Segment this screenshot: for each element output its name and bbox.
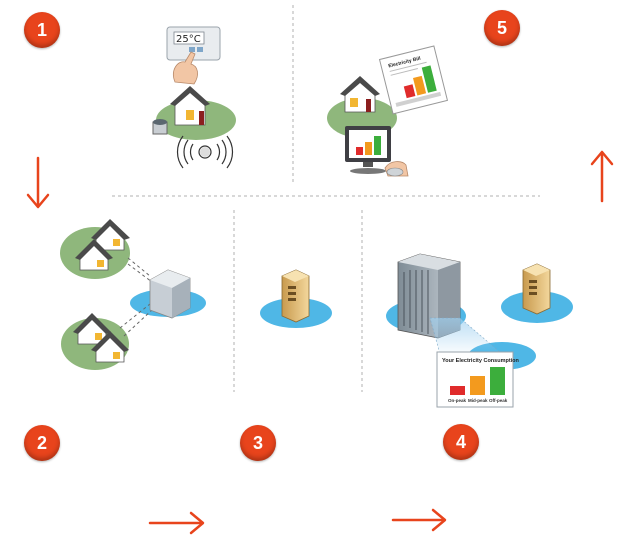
step-badge-3: 3	[240, 425, 276, 461]
consumption-card: Your Electricity Consumption On-peak Mid…	[436, 351, 520, 408]
signal-links	[119, 257, 153, 337]
step5-illustration: Electricity Bill	[327, 45, 449, 177]
separators	[112, 5, 540, 392]
consumption-chart: On-peak Mid-peak Off-peak	[448, 367, 508, 403]
step-badge-2: 2	[24, 425, 60, 461]
thermostat-icon: 25°C	[166, 26, 221, 85]
thermostat-temperature: 25°C	[176, 34, 201, 45]
step-badge-5: 5	[484, 10, 520, 46]
off-peak-label: Off-peak	[489, 398, 508, 403]
step-badge-4: 4	[443, 424, 479, 460]
consumption-card-title: Your Electricity Consumption	[442, 358, 520, 364]
arrow-right-icon-2	[391, 508, 447, 532]
meter-icon	[152, 119, 168, 135]
step-badge-1: 1	[24, 12, 60, 48]
on-peak-label: On-peak	[448, 398, 467, 403]
monitor-icon	[345, 126, 391, 174]
house-icon	[170, 86, 210, 126]
house-icon-2b	[75, 239, 113, 271]
step3-illustration	[260, 269, 332, 328]
wireless-signal-icon	[176, 135, 234, 169]
server-icon	[281, 269, 310, 323]
hand-mouse-icon	[384, 161, 409, 177]
house-icon-2c	[73, 313, 111, 345]
step4-illustration: Your Electricity Consumption On-peak Mid…	[386, 253, 573, 408]
arrow-up-icon	[590, 150, 614, 203]
arrow-right-icon-1	[148, 511, 205, 535]
electricity-bill-icon: Electricity Bill	[378, 45, 449, 115]
data-collector-icon	[149, 269, 191, 319]
on-peak-bar	[450, 386, 465, 395]
house-icon-2d	[91, 331, 129, 363]
step1-illustration: 25°C	[152, 26, 236, 169]
step2-illustration	[60, 219, 206, 370]
server-icon-step4	[522, 263, 551, 315]
off-peak-bar	[490, 367, 505, 395]
arrow-down-icon	[26, 156, 50, 209]
projection-beam	[429, 317, 503, 355]
mid-peak-label: Mid-peak	[468, 398, 488, 403]
mid-peak-bar	[470, 376, 485, 395]
house-icon-step5	[340, 76, 380, 113]
flow-arrows	[26, 150, 614, 535]
house-icon-2a	[91, 219, 130, 251]
